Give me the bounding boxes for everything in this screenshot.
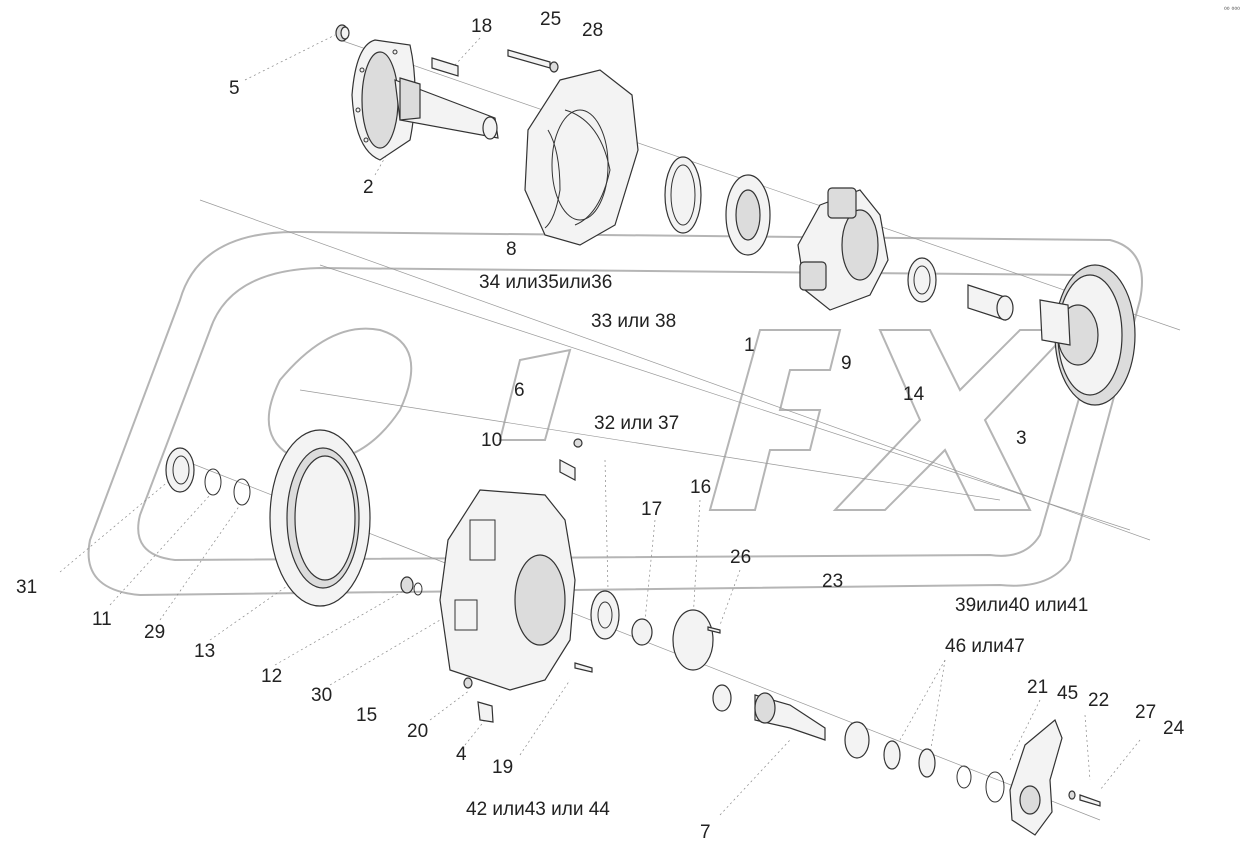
callout-34-35-36: 34 или35или36 (479, 272, 612, 293)
part-26-screw (707, 626, 721, 634)
part-33-bearing (725, 174, 771, 256)
part-5-nut (335, 24, 350, 42)
part-39-bearing (844, 721, 870, 759)
part-14-sleeve (967, 284, 1014, 321)
part-15-main-housing (439, 489, 576, 691)
part-11-ring (204, 468, 222, 496)
callout-12: 12 (261, 666, 282, 687)
callout-19: 19 (492, 757, 513, 778)
part-20-pin (463, 677, 473, 689)
callout-13: 13 (194, 641, 215, 662)
callout-31: 31 (16, 577, 37, 598)
part-4-plug (477, 701, 494, 723)
callout-1: 1 (744, 335, 755, 356)
part-3-large-gear (1039, 264, 1136, 406)
part-7-input-shaft (754, 692, 826, 741)
part-34-seal-ring (664, 156, 702, 234)
part-8-housing-cover (524, 69, 639, 246)
callout-24: 24 (1163, 718, 1185, 739)
part-32-bearing (590, 590, 620, 640)
callout-28: 28 (582, 20, 603, 41)
callout-15: 15 (356, 705, 377, 726)
callout-10: 10 (481, 430, 502, 451)
callout-27: 27 (1135, 702, 1156, 723)
callout-39-40-41: 39или40 или41 (955, 595, 1088, 616)
part-13-ring-gear (269, 429, 371, 607)
part-25-bolt (507, 49, 559, 73)
callout-29: 29 (144, 622, 165, 643)
part-16-cover-plate (672, 609, 714, 671)
callout-11: 11 (92, 609, 112, 630)
callout-21: 21 (1027, 677, 1048, 698)
callout-20: 20 (407, 721, 428, 742)
part-12-bushing (400, 576, 423, 596)
part-17-ring (631, 618, 653, 646)
part-27-washer (1068, 790, 1076, 800)
callout-labels: 5 18 25 28 2 8 34 или35или36 33 или 38 1… (16, 6, 1240, 843)
part-21-ring (956, 765, 972, 789)
part-9-planet-carrier (797, 187, 889, 311)
corner-mark: ⁰⁰ ⁰⁰⁰ (1224, 6, 1240, 14)
part-31-seal (165, 447, 195, 493)
callout-33-38: 33 или 38 (591, 311, 676, 332)
part-46-spacer (883, 740, 901, 770)
callout-26: 26 (730, 547, 751, 568)
callout-3: 3 (1016, 428, 1027, 449)
part-29-ring (233, 478, 251, 506)
callout-22: 22 (1088, 690, 1109, 711)
part-19-pin (574, 662, 593, 673)
callout-4: 4 (456, 744, 467, 765)
callout-18: 18 (471, 16, 492, 37)
callout-23: 23 (822, 571, 843, 592)
part-24-bolt (1079, 794, 1101, 807)
callout-25: 25 (540, 9, 561, 30)
callout-6: 6 (514, 380, 525, 401)
part-2-flange-shaft (351, 39, 499, 161)
callout-17: 17 (641, 499, 662, 520)
leader-lines (59, 34, 1141, 816)
callout-5: 5 (229, 78, 240, 99)
part-42-bearing (712, 684, 732, 712)
watermark-logo (87, 230, 1143, 597)
callout-30: 30 (311, 685, 332, 706)
callout-46-47: 46 или47 (945, 636, 1025, 657)
callout-2: 2 (363, 177, 374, 198)
callout-14: 14 (903, 384, 925, 405)
callout-16: 16 (690, 477, 711, 498)
part-14-washer (907, 257, 937, 303)
callout-8: 8 (506, 239, 517, 260)
callout-42-43-44: 42 или43 или 44 (466, 799, 610, 820)
part-10-plug (559, 438, 583, 481)
callout-9: 9 (841, 353, 852, 374)
part-22-lever (1009, 719, 1063, 836)
part-47-spacer (918, 748, 936, 778)
callout-7: 7 (700, 822, 711, 843)
part-18-pin (431, 57, 459, 77)
callout-32-37: 32 или 37 (594, 413, 679, 434)
part-45-ring (985, 771, 1005, 803)
callout-45: 45 (1057, 683, 1078, 704)
